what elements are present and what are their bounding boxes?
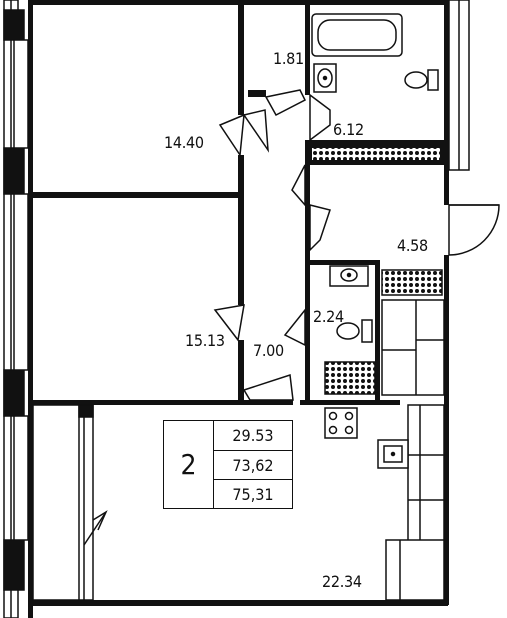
tile-panel-wc: [324, 361, 376, 395]
area-bedroom-top: 14.40: [164, 133, 204, 152]
tile-panel-hall: [381, 269, 443, 296]
area-wc: 6.12: [333, 120, 364, 139]
toilet-small-icon: [336, 319, 373, 343]
tile-band: [312, 148, 440, 160]
total-area: 73,62: [214, 450, 292, 479]
sink-icon: [313, 63, 337, 93]
area-bathroom: 1.81: [273, 49, 304, 68]
area-summary-column: 29.53 73,62 75,31: [213, 421, 292, 508]
kitchen-sink-icon: [377, 439, 409, 469]
left-windows: [3, 0, 29, 618]
balcony: [32, 404, 108, 601]
total-area-with-balcony: 75,31: [214, 479, 292, 508]
exterior-walls: [28, 0, 449, 618]
rooms-count: 2: [180, 448, 197, 481]
right-windows: [448, 0, 470, 171]
doors: [213, 89, 500, 401]
area-bedroom-bottom: 15.13: [185, 331, 225, 350]
wardrobe-icon: [381, 299, 445, 601]
area-corridor: 7.00: [253, 341, 284, 360]
toilet-icon: [404, 69, 439, 91]
area-kitchen-living: 22.34: [322, 572, 362, 591]
area-hall: 4.58: [397, 236, 428, 255]
apartment-summary: 2 29.53 73,62 75,31: [163, 420, 293, 509]
sink-small-icon: [329, 265, 369, 287]
living-area: 29.53: [232, 426, 274, 445]
bathtub-icon: [311, 13, 403, 57]
area-bathroom-small: 2.24: [313, 307, 344, 326]
stove-icon: [324, 407, 358, 439]
